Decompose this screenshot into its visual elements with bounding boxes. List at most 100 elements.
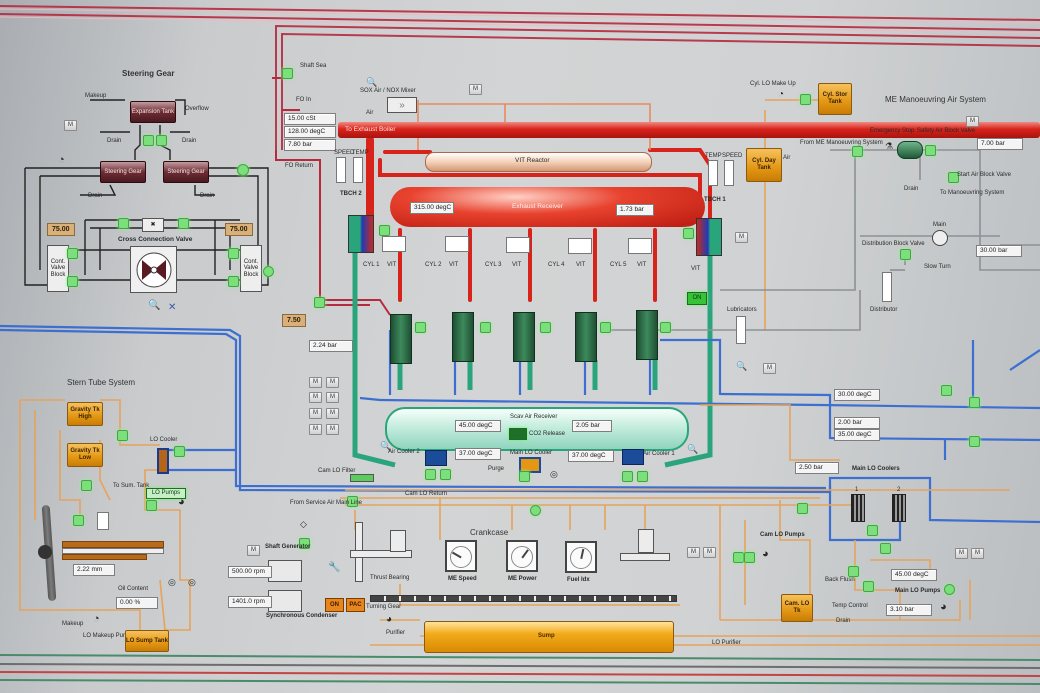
cooler-valve-3[interactable] <box>519 471 530 482</box>
zoom-icon-air-cooler-2[interactable]: 🔍 <box>380 441 392 451</box>
zoom-icon-air-cooler-1[interactable]: 🔍 <box>687 444 699 454</box>
search-magnifier-icon[interactable]: 🔍 <box>148 300 161 311</box>
mini-button[interactable]: M <box>309 392 322 403</box>
fuel-setpoint[interactable]: 7.50 <box>282 314 306 327</box>
cyl-lo-makeup-valve[interactable] <box>800 94 811 105</box>
air-cooler-2[interactable] <box>425 450 447 466</box>
synchronous-condenser[interactable] <box>268 590 302 612</box>
lo-sump-tank[interactable]: LO Sump Tank <box>125 630 169 652</box>
stern-valve-3[interactable] <box>81 480 92 491</box>
main-lo-pump-2-icon[interactable]: ◕ <box>940 601 947 613</box>
cooler-valve-1[interactable] <box>425 469 436 480</box>
crankcase-vent-valve[interactable] <box>530 505 541 516</box>
cooler-valve-2[interactable] <box>440 469 451 480</box>
cyl-valve-4[interactable] <box>600 322 611 333</box>
steering-valve-4[interactable] <box>67 248 78 259</box>
cylinder-5[interactable] <box>636 310 658 360</box>
stern-lo-cooler[interactable] <box>157 448 169 474</box>
gravity-tank-high[interactable]: Gravity Tk High <box>67 402 103 426</box>
distribution-block-valve[interactable] <box>900 249 911 260</box>
cylinder-4[interactable] <box>575 312 597 362</box>
lo-valve-2[interactable] <box>880 543 891 554</box>
stern-valve-1[interactable] <box>117 430 128 441</box>
lubricators[interactable] <box>736 316 746 344</box>
stern-valve-2[interactable] <box>174 446 185 457</box>
cross-connection-valve[interactable] <box>130 246 177 293</box>
steering-gear-unit-right[interactable]: Steering Gear <box>163 161 209 183</box>
stern-pump-b-icon[interactable]: ◎ <box>188 577 196 587</box>
back-flush-valve[interactable] <box>848 566 859 577</box>
mini-button[interactable]: M <box>309 377 322 388</box>
fuel-valve-top[interactable] <box>282 68 293 79</box>
manoeuvring-mini-button[interactable]: M <box>966 116 979 127</box>
steering-valve-9[interactable] <box>228 276 239 287</box>
steering-valve-5[interactable] <box>67 276 78 287</box>
generator-mini-button[interactable]: M <box>247 545 260 556</box>
steering-setpoint-left[interactable]: 75.00 <box>47 223 75 236</box>
start-air-block-valve[interactable] <box>948 172 959 183</box>
turbocharger-1[interactable] <box>696 218 722 256</box>
cylinder-3[interactable] <box>513 312 535 362</box>
cooler-valve-4[interactable] <box>622 471 633 482</box>
safety-air-block-valve[interactable] <box>925 145 936 156</box>
air-cooler-1[interactable] <box>622 449 644 465</box>
main-air-valve[interactable] <box>932 230 948 246</box>
temp-control-valve[interactable] <box>863 581 874 592</box>
co2-release-button[interactable] <box>509 428 527 440</box>
on-button[interactable]: ON <box>325 598 344 612</box>
gravity-tank-low[interactable]: Gravity Tk Low <box>67 443 103 467</box>
wrench-icon[interactable]: 🔧 <box>328 562 341 573</box>
mini-button[interactable]: M <box>326 377 339 388</box>
lo-mini-button-3[interactable]: M <box>955 548 968 559</box>
shaft-generator[interactable] <box>268 560 302 582</box>
mini-button[interactable]: M <box>326 408 339 419</box>
scav-air-receiver[interactable] <box>385 407 689 451</box>
stern-lo-pump-1[interactable] <box>146 500 157 511</box>
fuel-valve-lower[interactable] <box>314 297 325 308</box>
mixer-mini-button[interactable]: M <box>469 84 482 95</box>
exhaust-valve-right[interactable] <box>683 228 694 239</box>
engine-status-indicator[interactable]: ON <box>687 292 707 305</box>
manoeuvring-valve-1[interactable] <box>852 146 863 157</box>
steering-valve-2[interactable] <box>156 135 167 146</box>
close-icon[interactable]: ✕ <box>168 302 177 313</box>
steering-valve-3[interactable] <box>237 164 249 176</box>
steering-valve-10[interactable] <box>263 266 274 277</box>
mini-button[interactable]: M <box>326 424 339 435</box>
vit-reactor[interactable] <box>425 152 652 172</box>
cam-lo-valve-1[interactable] <box>733 552 744 563</box>
cw-valve-3[interactable] <box>969 436 980 447</box>
steering-gear-unit-left[interactable]: Steering Gear <box>100 161 146 183</box>
main-lo-cooler-2[interactable] <box>892 494 906 522</box>
cont-valve-block-right[interactable]: Cont. Valve Block <box>240 245 262 292</box>
steering-mini-button[interactable]: M <box>64 120 77 131</box>
cam-lo-pump-1[interactable] <box>744 552 755 563</box>
steering-valve-8[interactable] <box>228 248 239 259</box>
main-lo-cooler[interactable] <box>519 457 541 473</box>
lo-mini-button-2[interactable]: M <box>703 547 716 558</box>
exhaust-valve-left[interactable] <box>379 225 390 236</box>
main-lo-pump-1[interactable] <box>944 584 955 595</box>
cyl-valve-1[interactable] <box>415 322 426 333</box>
lo-mini-button-1[interactable]: M <box>687 547 700 558</box>
lo-valve-3[interactable] <box>797 503 808 514</box>
expansion-tank[interactable]: Expansion Tank <box>130 101 176 123</box>
cw-valve-2[interactable] <box>969 397 980 408</box>
cw-valve-1[interactable] <box>941 385 952 396</box>
cam-lo-valve[interactable] <box>347 496 358 507</box>
cont-valve-block-left[interactable]: Cont. Valve Block <box>47 245 69 292</box>
steering-valve-7[interactable] <box>178 218 189 229</box>
engine-mini-button[interactable]: M <box>763 363 776 374</box>
cyl-valve-5[interactable] <box>660 322 671 333</box>
cyl-valve-3[interactable] <box>540 322 551 333</box>
stern-valve-4[interactable] <box>73 515 84 526</box>
mini-button[interactable]: M <box>309 424 322 435</box>
cam-lo-tank[interactable]: Cam. LO Tk <box>781 594 813 622</box>
service-air-valve[interactable] <box>299 538 310 549</box>
zoom-icon-top[interactable]: 🔍 <box>366 77 378 87</box>
sox-nox-mixer[interactable]: » <box>387 97 417 113</box>
cyl-valve-2[interactable] <box>480 322 491 333</box>
cooler-valve-5[interactable] <box>637 471 648 482</box>
makeup-pump-icon[interactable]: ◔ <box>778 89 785 100</box>
sump-tank[interactable] <box>424 621 674 653</box>
